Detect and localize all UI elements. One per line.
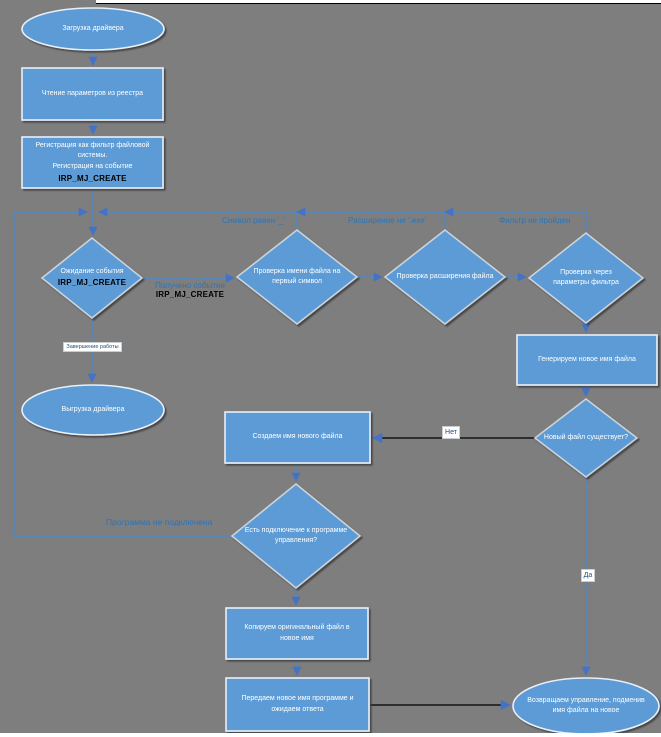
connector-feedback-top[interactable] bbox=[98, 207, 587, 233]
node-new-file-exists-diamond[interactable] bbox=[533, 397, 639, 479]
node-generate-name-rect[interactable] bbox=[516, 334, 658, 386]
page-bottom-margin bbox=[0, 733, 661, 737]
node-check-extension-diamond[interactable] bbox=[383, 228, 507, 326]
connector-feedback-left[interactable] bbox=[13, 207, 232, 537]
node-check-first-char-diamond[interactable] bbox=[235, 228, 359, 326]
node-send-name-rect[interactable] bbox=[225, 677, 370, 732]
node-wait-event-diamond[interactable] bbox=[40, 236, 144, 320]
node-register-filter-rect[interactable] bbox=[21, 136, 164, 189]
node-copy-file-rect[interactable] bbox=[225, 607, 369, 660]
node-create-name-rect[interactable] bbox=[224, 411, 371, 464]
node-check-filter-params-diamond[interactable] bbox=[527, 231, 645, 325]
page-top-margin bbox=[96, 0, 661, 3]
node-start-ellipse[interactable] bbox=[21, 7, 165, 51]
node-unload-driver-ellipse[interactable] bbox=[21, 384, 165, 436]
page-top-border bbox=[96, 3, 661, 4]
node-read-registry-rect[interactable] bbox=[21, 67, 164, 121]
node-check-connection-diamond[interactable] bbox=[230, 482, 362, 590]
node-return-control-ellipse[interactable] bbox=[512, 677, 660, 735]
